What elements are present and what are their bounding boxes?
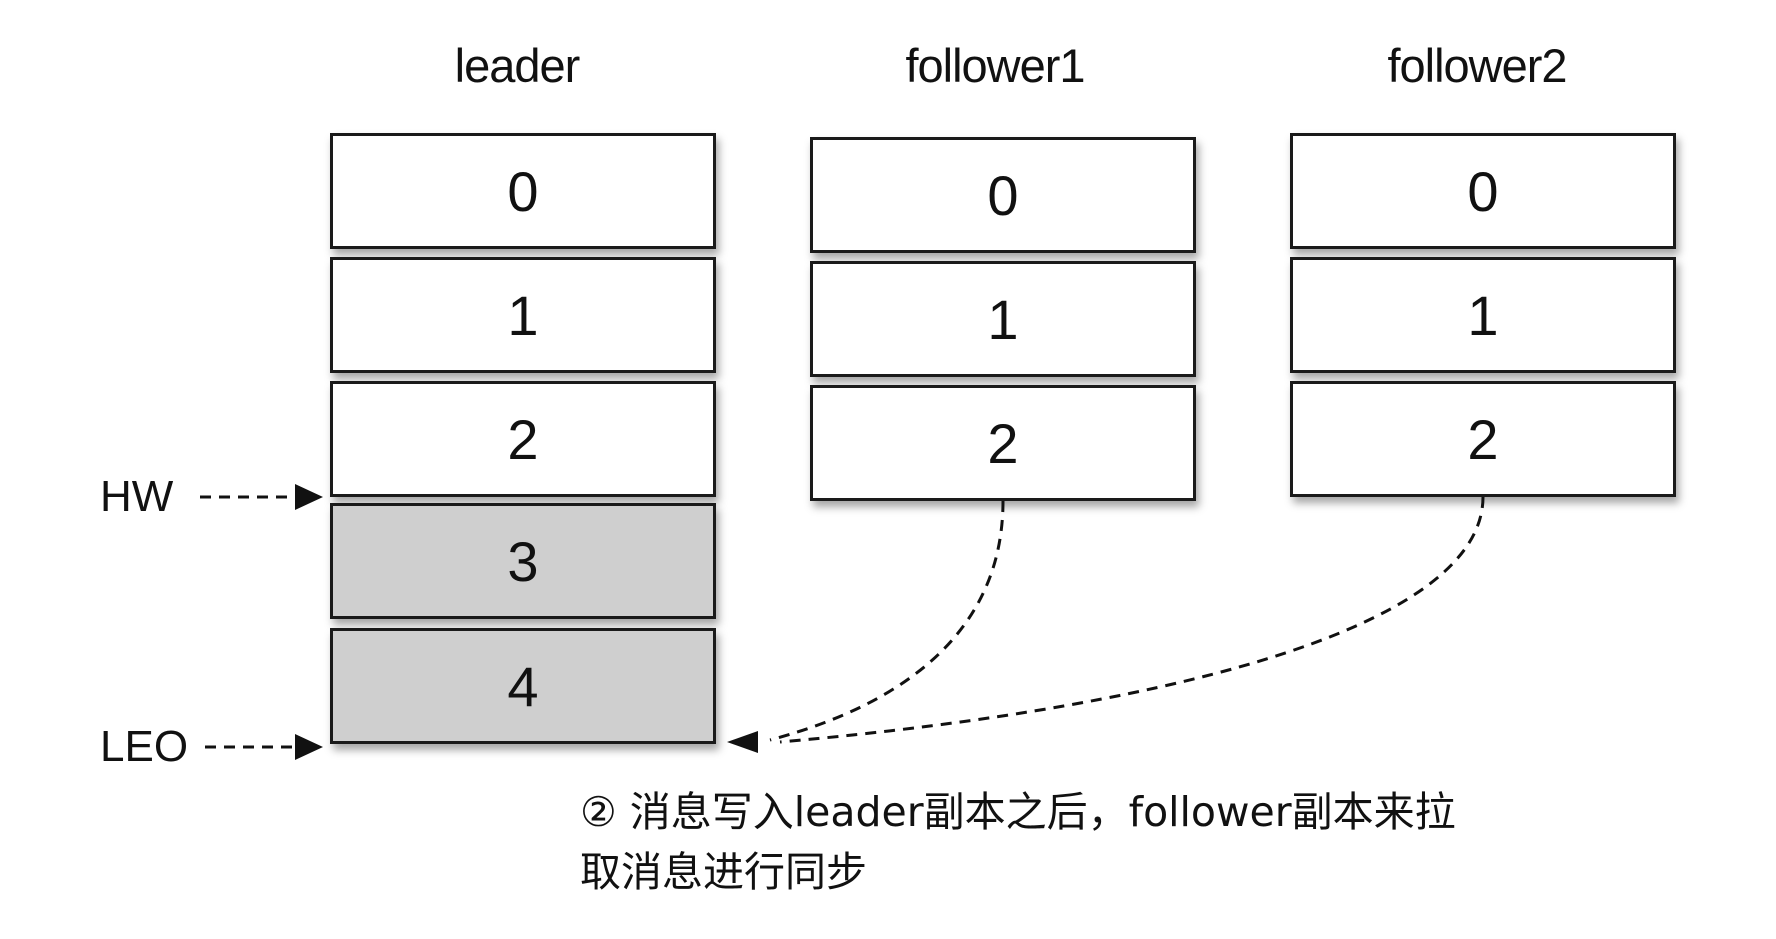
follower2-offset-2: 2 bbox=[1290, 381, 1676, 497]
follower2-title: follower2 bbox=[1387, 39, 1567, 92]
leader-title: leader bbox=[454, 39, 581, 92]
follower1-offset-1: 1 bbox=[810, 261, 1196, 377]
leader-offset-4: 4 bbox=[330, 628, 716, 744]
leader-offset-0: 0 bbox=[330, 133, 716, 249]
leo-label: LEO bbox=[100, 722, 189, 771]
follower2-offset-0: 0 bbox=[1290, 133, 1676, 249]
hw-arrow bbox=[200, 484, 323, 510]
leader-offset-1: 1 bbox=[330, 257, 716, 373]
caption-line-2: 取消息进行同步 bbox=[580, 848, 867, 896]
leader-offset-2: 2 bbox=[330, 381, 716, 497]
follower1-title: follower1 bbox=[905, 39, 1085, 92]
leader-offset-3: 3 bbox=[330, 503, 716, 619]
hw-label: HW bbox=[100, 472, 174, 521]
follower2-offset-1: 1 bbox=[1290, 257, 1676, 373]
follower1-fetch-arrow bbox=[769, 500, 1005, 742]
fetch-arrowhead bbox=[727, 731, 758, 753]
leo-arrow bbox=[205, 734, 323, 760]
caption: ② 消息写入leader副本之后，follower副本来拉 取消息进行同步 bbox=[580, 782, 1580, 902]
caption-line-1: ② 消息写入leader副本之后，follower副本来拉 bbox=[580, 788, 1456, 836]
follower1-offset-0: 0 bbox=[810, 137, 1196, 253]
follower1-offset-2: 2 bbox=[810, 385, 1196, 501]
follower2-fetch-arrow bbox=[779, 496, 1485, 744]
